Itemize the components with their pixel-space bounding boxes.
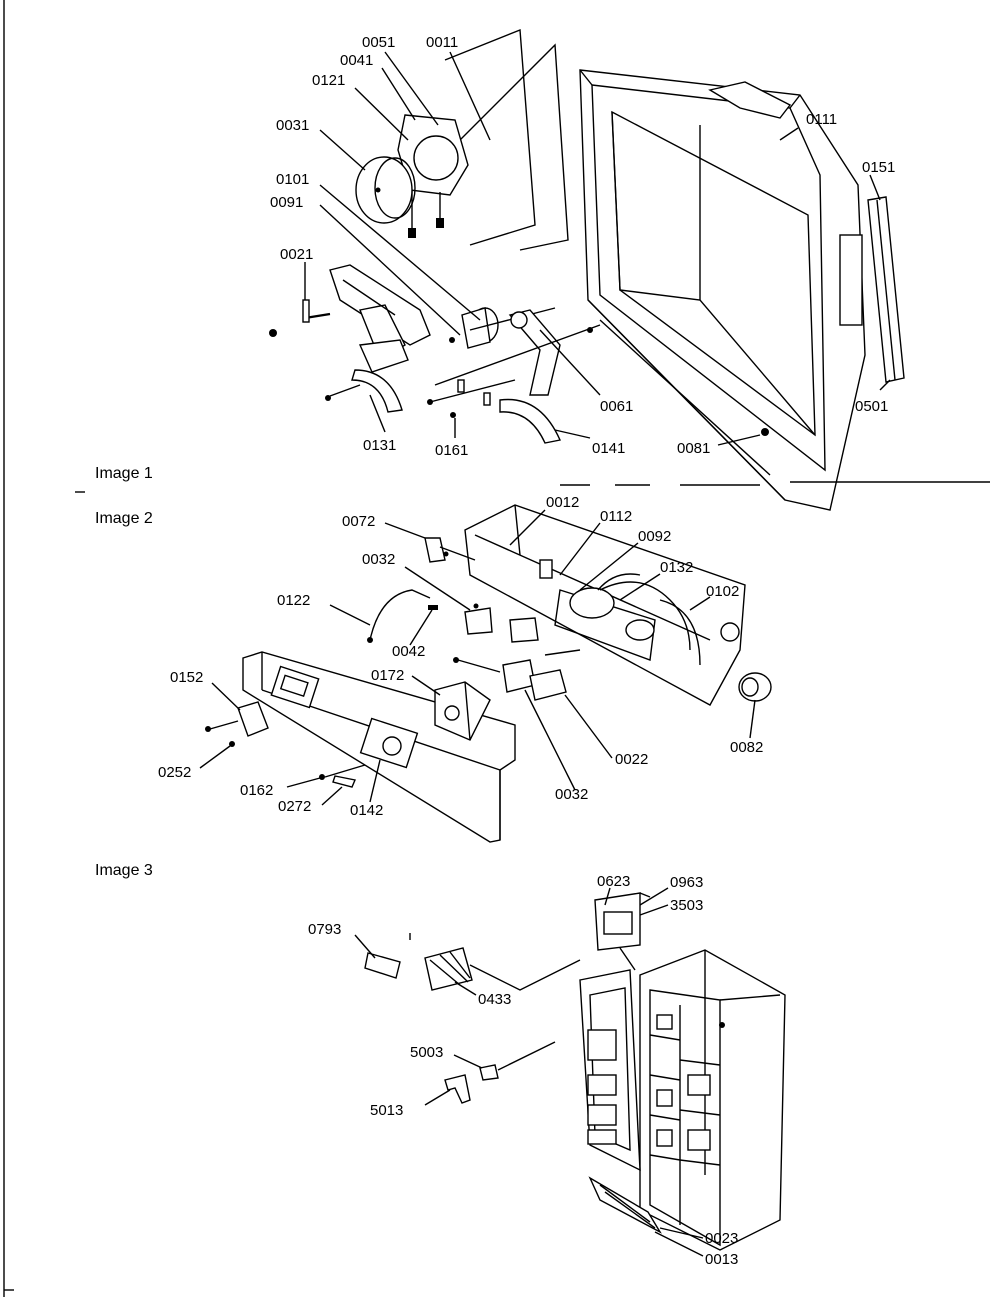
- part-label-0152: 0152: [170, 669, 203, 686]
- knob-0082: [738, 672, 772, 702]
- image2-leaders: [199, 509, 756, 806]
- wire-end-0122: [367, 637, 373, 643]
- part-label-0121: 0121: [312, 72, 345, 89]
- part-0793-0433: [364, 933, 581, 991]
- parts-0032-0042: [428, 603, 539, 643]
- part-label-0151: 0151: [862, 159, 895, 176]
- control-box: [464, 504, 746, 706]
- section-separator: [75, 481, 990, 493]
- image3-group: 0623 0963 3503 0793 0433 5003 5013 0023 …: [308, 873, 786, 1268]
- image1-leaders: [304, 51, 891, 446]
- relay-0172: [434, 681, 491, 741]
- part-label-0161: 0161: [435, 442, 468, 459]
- part-label-0031: 0031: [276, 117, 309, 134]
- part-label-0963: 0963: [670, 874, 703, 891]
- part-label-0132: 0132: [660, 559, 693, 576]
- part-label-0082: 0082: [730, 739, 763, 756]
- damper-motor: [449, 307, 556, 349]
- freezer-door: [579, 969, 641, 1172]
- caption-image-3: Image 3: [95, 862, 153, 879]
- fan-bracket: [397, 114, 469, 238]
- part-label-0042: 0042: [392, 643, 425, 660]
- part-label-0081: 0081: [677, 440, 710, 457]
- damper-assembly-left: [269, 264, 431, 362]
- part-label-5003: 5003: [410, 1044, 443, 1061]
- part-label-0433: 0433: [478, 991, 511, 1008]
- part-5003-5013: [444, 1041, 556, 1104]
- front-control-panel: [242, 651, 516, 843]
- fan-blade: [355, 156, 416, 224]
- part-label-0011: 0011: [426, 34, 458, 51]
- leader-box-0011: [444, 28, 536, 246]
- part-label-0092: 0092: [638, 528, 671, 545]
- leader-box-0041: [459, 43, 569, 251]
- part-label-0091: 0091: [270, 194, 303, 211]
- grille-0023-0013: [588, 1176, 662, 1234]
- caption-image-2: Image 2: [95, 510, 153, 527]
- part-0072-switch: [424, 537, 476, 563]
- part-label-0252: 0252: [158, 764, 191, 781]
- part-label-0012: 0012: [546, 494, 579, 511]
- part-label-0142: 0142: [350, 802, 383, 819]
- part-label-0061: 0061: [600, 398, 633, 415]
- wire-0132: [597, 573, 641, 591]
- part-label-0501: 0501: [855, 398, 888, 415]
- image2-group: 0012 0112 0072 0092 0032 0132 0102 0122 …: [158, 494, 772, 843]
- part-label-0041: 0041: [340, 52, 373, 69]
- part-label-0051: 0051: [362, 34, 395, 51]
- part-label-0793: 0793: [308, 921, 341, 938]
- freezer-housing: [579, 69, 866, 511]
- part-label-0122: 0122: [277, 592, 310, 609]
- caption-image-1: Image 1: [95, 465, 153, 482]
- part-label-0032-bottom: 0032: [555, 786, 588, 803]
- part-label-0032-top: 0032: [362, 551, 395, 568]
- part-label-0162: 0162: [240, 782, 273, 799]
- damper-assembly-right: [427, 309, 769, 444]
- wire-0122: [369, 589, 431, 641]
- flap-0131: [325, 339, 409, 413]
- image3-leaders: [354, 887, 704, 1257]
- part-label-0021: 0021: [280, 246, 313, 263]
- part-label-0112: 0112: [600, 508, 632, 525]
- part-label-0111: 0111: [806, 111, 837, 128]
- part-label-0023: 0023: [705, 1230, 738, 1247]
- part-label-0101: 0101: [276, 171, 309, 188]
- door-panel-0623: [594, 892, 651, 971]
- part-label-0022: 0022: [615, 751, 648, 768]
- trim-rod: [867, 196, 905, 383]
- part-label-0623: 0623: [597, 873, 630, 890]
- part-label-0102: 0102: [706, 583, 739, 600]
- part-label-0141: 0141: [592, 440, 625, 457]
- part-label-0272: 0272: [278, 798, 311, 815]
- part-label-0131: 0131: [363, 437, 396, 454]
- parts-0152-0252: [205, 701, 269, 747]
- part-label-5013: 5013: [370, 1102, 403, 1119]
- part-label-3503: 3503: [670, 897, 703, 914]
- parts-0162-0272: [319, 764, 366, 788]
- part-label-0072: 0072: [342, 513, 375, 530]
- part-label-0013: 0013: [705, 1251, 738, 1268]
- part-label-0172: 0172: [371, 667, 404, 684]
- parts-0032-0022: [453, 649, 581, 701]
- image1-group: 0051 0011 0041 0121 0031 0111 0151 0101 …: [269, 28, 905, 511]
- refrigerator-cabinet: [639, 949, 786, 1251]
